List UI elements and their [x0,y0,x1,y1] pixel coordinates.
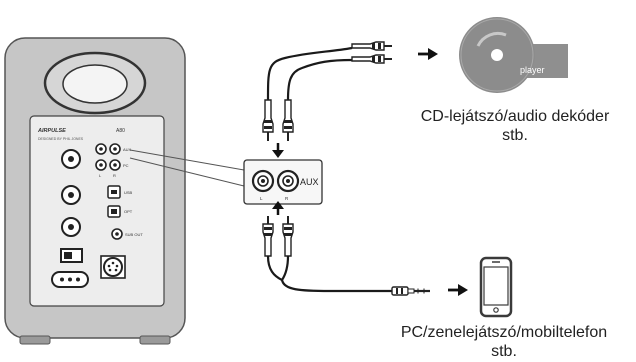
panel-label-l: L [99,173,102,178]
rca-plug [262,99,274,141]
rca-plug [262,216,274,257]
model-label: A80 [116,128,125,134]
bass-port [43,51,147,115]
arrow-right-icon [418,48,438,60]
din-connector [100,255,126,279]
cd-player-label: player [520,65,545,75]
brand-label: AIRPULSE [37,128,66,134]
cd-caption-line2: stb. [502,127,528,144]
aux-label: AUX [300,177,319,187]
aux-zoom-box: AUX L R [243,159,323,205]
speaker-foot-left [19,335,51,345]
panel-label-opt: OPT [124,209,133,214]
speaker-foot-right [139,335,171,345]
knob-2 [61,185,81,205]
rca-plug [282,216,294,257]
subtitle-label: DESIGNED BY PHIL JONES [38,137,84,141]
panel-label-usb: USB [124,190,133,195]
aux-jack-left [251,169,275,193]
rca-plugs-top-aux [262,99,294,141]
panel-label-r: R [113,173,116,178]
top-rca-cable [266,46,353,101]
pc-caption-line2: stb. [491,343,517,360]
rca-plugs-cd-side [351,41,392,64]
panel-rca-jacks [95,143,121,171]
arrow-right-icon [448,284,468,296]
back-panel [29,115,165,307]
aux-jack-right [276,169,300,193]
zoom-guide-lines [129,149,245,187]
aux-label-r: R [285,196,289,201]
arrow-up-icon [272,201,284,215]
rca-plugs-bottom-aux [262,216,294,257]
arrow-down-icon [272,143,284,158]
rca-plug [351,41,392,51]
cd-player-icon: player [459,17,568,93]
mini-jack-plug [391,286,430,296]
pc-caption-line1: PC/zenelejátszó/mobiltelefon [400,324,608,341]
panel-label-sub-out: SUB OUT [125,232,143,237]
speaker: AIRPULSE A80 DESIGNED BY PHIL JONES AU [4,37,186,345]
rca-plug [282,99,294,141]
aux-label-l: L [260,196,263,201]
phone-icon [479,256,513,318]
knob-3 [61,217,81,237]
rca-plug [351,54,392,64]
power-inlet [51,271,89,288]
panel-label-aux: AUX [123,147,132,152]
panel-label-pc: PC [123,163,129,168]
cd-caption-line1: CD-lejátszó/audio dekóder [420,108,610,125]
power-switch [60,248,83,263]
bottom-cable [266,255,392,293]
knob-1 [61,149,81,169]
